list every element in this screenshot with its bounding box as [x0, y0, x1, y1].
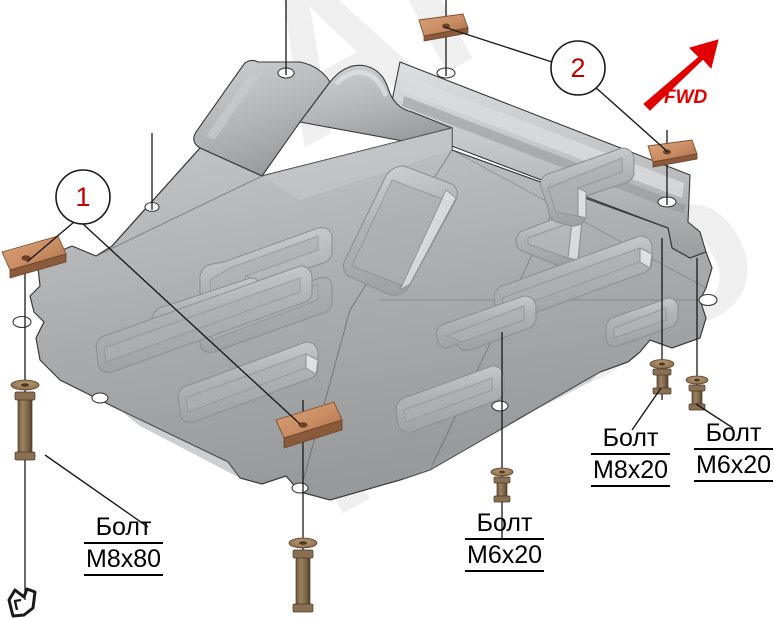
leader-m6x20-right — [695, 403, 734, 429]
mount-bracket-right — [647, 139, 698, 168]
plate-mounting-holes — [12, 201, 718, 494]
label-bolt-m6x20-right: Болт M6x20 — [694, 418, 774, 482]
hole-right-edge — [698, 293, 718, 307]
label-bolt-m8x20-line1: Болт — [591, 423, 671, 455]
callout-2-leaders — [443, 26, 669, 153]
label-bolt-m6x20-right-line1: Болт — [694, 418, 774, 450]
callout-1-leaders — [26, 221, 301, 425]
fwd-arrow-icon — [643, 39, 719, 111]
callout-2-label: 2 — [570, 53, 586, 83]
label-bolt-m6x20-center-line2: M6x20 — [465, 540, 545, 572]
hole-left-edge — [12, 315, 32, 329]
bolt-m8x80-center — [288, 537, 318, 613]
front-left-tab — [193, 59, 331, 177]
bolt-m6x20-right — [685, 375, 709, 411]
hole-bottom-mid-right — [491, 400, 509, 412]
bolt-m8x80-left — [10, 379, 40, 461]
mount-bracket-top — [418, 13, 469, 42]
label-bolt-m8x80: Болт M8x80 — [84, 512, 164, 576]
leader-m8x80 — [44, 454, 149, 528]
label-bolt-m8x20: Болт M8x20 — [591, 423, 671, 487]
label-bolt-m8x20-line2: M8x20 — [591, 455, 671, 487]
callout-1-label: 1 — [75, 182, 91, 212]
label-bolt-m8x80-line1: Болт — [84, 512, 164, 544]
label-bolt-m6x20-center: Болт M6x20 — [465, 508, 545, 572]
mount-bracket-left — [1, 235, 67, 279]
bolt-m6x20-center — [490, 467, 514, 503]
label-bolt-m6x20-right-line2: M6x20 — [694, 450, 774, 482]
alfeco-logo-icon — [7, 587, 37, 618]
label-bolt-m6x20-center-line1: Болт — [465, 508, 545, 540]
fwd-label: FWD — [664, 87, 708, 108]
label-bolt-m8x80-line2: M8x80 — [84, 544, 164, 576]
leader-m8x20 — [631, 387, 662, 431]
callout-1-circle[interactable] — [55, 169, 111, 225]
label-leaders — [44, 387, 734, 528]
stamped-ribs — [95, 147, 679, 433]
hole-bottom-center — [291, 482, 309, 494]
callout-2-circle[interactable] — [550, 40, 606, 96]
mount-bracket-center — [275, 401, 343, 449]
hole-bottom-left — [91, 392, 109, 404]
front-lip — [299, 64, 453, 151]
main-skid-plate — [12, 127, 718, 501]
bolt-m8x20-right — [649, 359, 675, 395]
